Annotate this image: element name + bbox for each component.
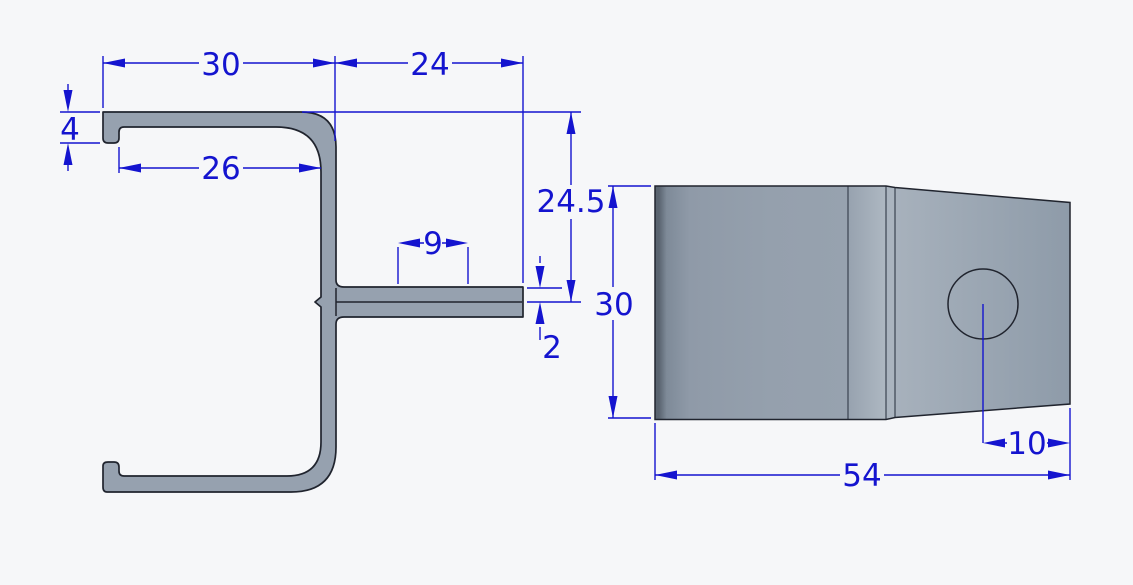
dimension-lip-height: 4 xyxy=(60,84,100,171)
dimension-hole-offset: 10 xyxy=(982,304,1070,462)
dimension-top-width: 30 xyxy=(102,47,336,141)
dimension-lines xyxy=(60,84,100,171)
view-side: 30 54 10 xyxy=(594,185,1071,494)
dimension-lines xyxy=(527,256,562,340)
dimension-label: 4 xyxy=(60,112,80,148)
dimension-tab-width: 9 xyxy=(397,226,469,284)
tab-plate-face xyxy=(895,187,1070,418)
arrowheads xyxy=(983,438,1070,448)
dimension-lines xyxy=(608,185,651,419)
dimension-lines xyxy=(654,408,1071,480)
dimension-label: 24.5 xyxy=(536,184,605,220)
dimension-inner-width: 26 xyxy=(118,147,321,187)
bend-corner-face xyxy=(848,186,886,419)
dimension-label: 54 xyxy=(842,458,881,494)
view-profile: 30 24 4 26 9 24.5 xyxy=(60,47,606,493)
bend-edge-lines xyxy=(847,186,896,419)
dimension-lines xyxy=(102,56,336,141)
arrowheads xyxy=(535,266,545,324)
dimension-label: 2 xyxy=(542,330,562,366)
dimension-label: 10 xyxy=(1007,426,1046,462)
channel-body-face xyxy=(655,186,848,419)
dimension-lines xyxy=(397,242,469,284)
dimension-top-to-tab: 24.5 xyxy=(302,111,606,303)
bend-facet-strip xyxy=(886,186,895,419)
dimension-tab-thickness: 2 xyxy=(527,256,562,366)
dimension-overall-length: 54 xyxy=(654,408,1071,494)
arrowheads xyxy=(119,163,321,173)
arrowheads xyxy=(398,238,468,248)
dimension-label: 30 xyxy=(594,287,633,323)
dimension-label: 26 xyxy=(201,151,240,187)
arrowheads xyxy=(566,112,576,302)
tab-internal-edges xyxy=(335,288,522,316)
arrowheads xyxy=(63,90,73,165)
dimension-label: 9 xyxy=(423,226,443,262)
dimension-label: 30 xyxy=(201,47,240,83)
side-view-outline xyxy=(654,185,1071,421)
dimension-lines xyxy=(302,111,581,303)
dimension-tab-length: 24 xyxy=(335,47,524,283)
dimension-label: 24 xyxy=(410,47,449,83)
dimension-depth: 30 xyxy=(594,185,651,419)
arrowheads xyxy=(335,58,523,68)
